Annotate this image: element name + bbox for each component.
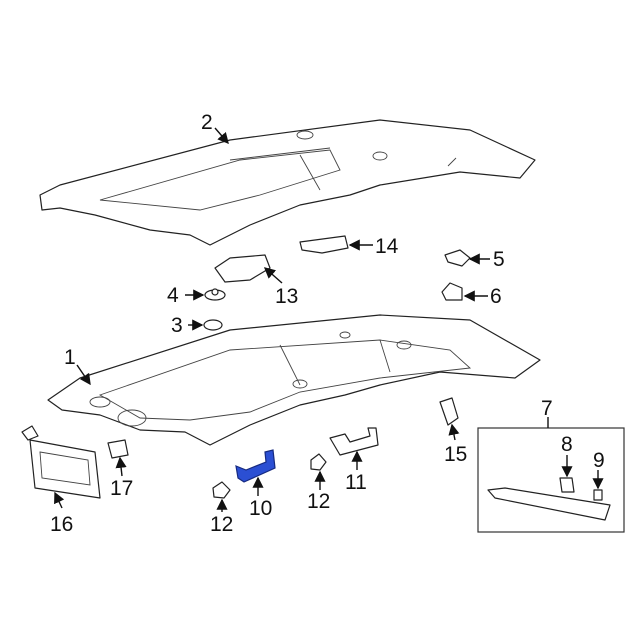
callout-1: 1 (64, 346, 76, 369)
part-14-bracket (299, 235, 349, 254)
part-16-sun-visor (21, 425, 101, 499)
callout-3: 3 (171, 314, 183, 337)
part-4-fastener (204, 288, 226, 301)
callout-12-left: 12 (210, 513, 233, 536)
callout-4: 4 (167, 284, 179, 307)
callout-14: 14 (375, 235, 399, 258)
callout-9: 9 (593, 449, 605, 472)
inset-box-7 (477, 427, 625, 533)
part-17-clip (107, 439, 129, 459)
callout-8: 8 (561, 433, 573, 456)
callout-11: 11 (345, 471, 367, 494)
callout-13: 13 (275, 285, 298, 308)
callout-17: 17 (110, 477, 133, 500)
part-2-headliner-upper (39, 119, 536, 246)
callout-6: 6 (490, 285, 502, 308)
part-6-clip (441, 282, 463, 301)
part-1-headliner-lower (47, 314, 541, 446)
part-3-cap (203, 319, 223, 331)
callout-15: 15 (444, 443, 467, 466)
part-5-clip (444, 249, 471, 267)
part-12-clip-2 (310, 453, 327, 471)
part-10-grab-handle (235, 449, 276, 483)
part-12-clip (212, 481, 231, 499)
part-11-grab-handle (329, 427, 379, 456)
callout-10: 10 (249, 497, 272, 520)
callout-2: 2 (201, 111, 213, 134)
part-13-bracket (214, 254, 271, 283)
leader-lines (54, 127, 604, 512)
part-15-bracket (439, 397, 459, 426)
callout-12-right: 12 (307, 490, 330, 513)
callout-7: 7 (541, 397, 553, 420)
callout-5: 5 (493, 248, 505, 271)
callout-16: 16 (50, 513, 73, 536)
